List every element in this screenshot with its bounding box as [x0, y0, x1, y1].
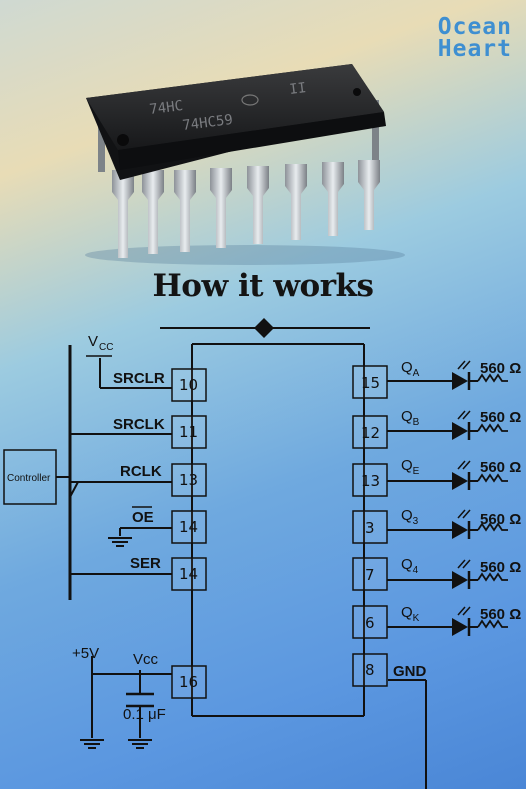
- led-light-arrows-1: [457, 360, 471, 370]
- vcc-bottom-label: Vcc: [133, 651, 159, 668]
- output-label-qa: QA: [401, 359, 420, 379]
- led-symbol-1: [452, 372, 468, 390]
- pin-number-10: 10: [179, 376, 198, 394]
- divider-diamond: [254, 318, 274, 338]
- led-symbol-2: [452, 422, 468, 440]
- output-label-q4: Q4: [401, 556, 419, 576]
- led-symbol-6: [452, 618, 468, 636]
- controller-box: [3, 449, 57, 505]
- controller-label: Controller: [7, 473, 51, 484]
- pin-number-8: 8: [365, 661, 375, 679]
- chip-marking-2: 74HC59: [182, 112, 234, 134]
- resistor-symbol-6: [477, 619, 508, 629]
- resistor-symbol-4: [477, 522, 508, 532]
- pin-label-ser: SER: [130, 555, 161, 572]
- ic-chip-illustration: 74HC 74HC59 II: [85, 64, 405, 265]
- led-light-arrows-3: [457, 460, 471, 470]
- pin-number-13-right: 13: [361, 472, 380, 490]
- chip-marking-3: II: [289, 80, 308, 98]
- output-label-q3: Q3: [401, 507, 419, 527]
- resistor-symbol-3: [477, 473, 508, 483]
- plus-5v-label: +5V: [72, 645, 99, 662]
- resistor-label-3: 560 Ω: [480, 459, 521, 476]
- output-label-qk: QK: [401, 604, 420, 624]
- pin-number-13-left: 13: [179, 471, 198, 489]
- vcc-top-subscript: CC: [99, 342, 113, 353]
- brand-line-1: Ocean: [437, 14, 512, 40]
- pin-number-14-ser: 14: [179, 565, 198, 583]
- pin-label-rclk: RCLK: [120, 463, 162, 480]
- resistor-symbol-2: [477, 423, 508, 433]
- pin-number-11: 11: [179, 423, 198, 441]
- led-output-rows: [387, 360, 508, 636]
- chip-pins: [112, 160, 380, 258]
- pin-label-oe: OE: [132, 509, 154, 526]
- led-light-arrows-6: [457, 606, 471, 616]
- led-light-arrows-5: [457, 559, 471, 569]
- capacitor-symbol: [126, 692, 154, 708]
- pin-label-srclk: SRCLK: [113, 416, 165, 433]
- resistor-label-6: 560 Ω: [480, 606, 521, 623]
- pin-number-16: 16: [179, 673, 198, 691]
- pin-number-6: 6: [365, 614, 375, 632]
- pin-number-14-oe: 14: [179, 518, 198, 536]
- pin-label-srclr: SRCLR: [113, 370, 165, 387]
- pin-number-3: 3: [365, 519, 375, 537]
- led-light-arrows-4: [457, 509, 471, 519]
- resistor-label-4: 560 Ω: [480, 511, 521, 528]
- ground-symbols: [80, 537, 152, 749]
- resistor-label-2: 560 Ω: [480, 409, 521, 426]
- led-symbol-4: [452, 521, 468, 539]
- output-label-qb: QB: [401, 408, 420, 428]
- brand-logo: Ocean Heart: [437, 14, 512, 62]
- brand-line-2: Heart: [437, 36, 512, 62]
- output-label-qe: QE: [401, 457, 420, 477]
- led-symbol-5: [452, 571, 468, 589]
- pin-number-12: 12: [361, 424, 380, 442]
- resistor-symbol-1: [477, 373, 508, 383]
- capacitor-label: 0.1 μF: [123, 706, 166, 723]
- resistor-label-1: 560 Ω: [480, 360, 521, 377]
- gnd-label: GND: [393, 663, 427, 680]
- chip-marking-1: 74HC: [149, 98, 184, 118]
- pin-number-15: 15: [361, 374, 380, 392]
- resistor-label-5: 560 Ω: [480, 559, 521, 576]
- led-symbol-3: [452, 472, 468, 490]
- resistor-symbol-5: [477, 572, 508, 582]
- led-light-arrows-2: [457, 410, 471, 420]
- page-title: How it works: [152, 268, 374, 304]
- pin-number-7: 7: [365, 566, 375, 584]
- vcc-top-label: V: [88, 333, 98, 350]
